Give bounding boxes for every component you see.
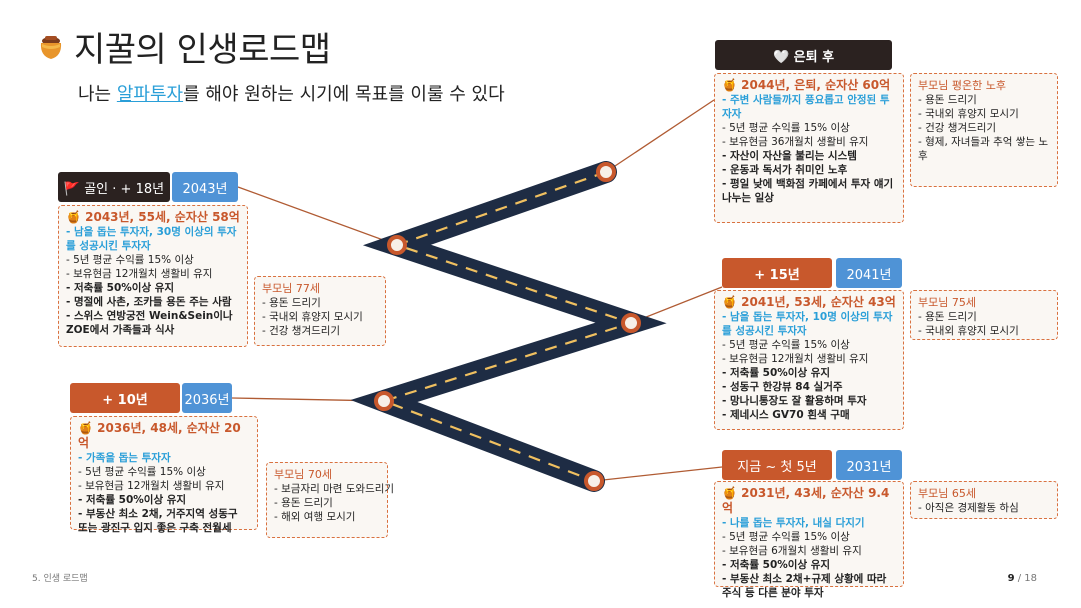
goal-sub: - 남을 돕는 투자자, 30명 이상의 투자를 성공시킨 투자자 (66, 226, 237, 252)
y15-sub: - 남을 돕는 투자자, 10명 이상의 투자를 성공시킨 투자자 (722, 311, 893, 337)
retire-line: - 평일 낮에 백화점 카페에서 투자 얘기 나누는 일상 (722, 178, 894, 204)
goal-line: - 저축률 50%이상 유지 (66, 282, 175, 294)
now-line: - 5년 평균 수익률 15% 이상 (722, 531, 850, 543)
goal-parents-box: 부모님 77세 - 용돈 드리기 - 국내외 휴양지 모시기 - 건강 챙겨드리… (254, 276, 386, 346)
y10-line: - 부동산 최소 2채, 거주지역 성동구 또는 광진구 입지 좋은 구축 전월… (78, 508, 238, 534)
y10-box: 🍯 2036년, 48세, 순자산 20억 - 가족을 돕는 투자자 - 5년 … (70, 416, 258, 534)
road-nodes (374, 162, 641, 491)
now-sub: - 나를 돕는 투자자, 내실 다지기 (722, 517, 865, 529)
node-2031 (584, 471, 604, 491)
y10-parent-line: - 보금자리 마련 도와드리기 (274, 483, 395, 495)
node-2043 (387, 235, 407, 255)
y10-year-tag: 2036년 (182, 383, 232, 413)
now-parents-box: 부모님 65세 - 아직은 경제활동 하심 (910, 481, 1058, 519)
retire-parent-line: - 건강 챙겨드리기 (918, 122, 997, 134)
now-box: 🍯 2031년, 43세, 순자산 9.4억 - 나를 돕는 투자자, 내실 다… (714, 481, 904, 599)
title-area: 지꿀의 인생로드맵 (36, 22, 331, 71)
current-page: 9 (1007, 573, 1015, 584)
y15-line: - 제네시스 GV70 흰색 구매 (722, 409, 850, 421)
goal-parents-head: 부모님 77세 (262, 282, 320, 295)
y10-head: 🍯 2036년, 48세, 순자산 20억 (78, 421, 241, 450)
now-tag: 지금 ~ 첫 5년 (722, 450, 832, 480)
subtitle-after: 를 해야 원하는 시기에 목표를 이룰 수 있다 (183, 84, 505, 105)
y15-box: 🍯 2041년, 53세, 순자산 43억 - 남을 돕는 투자자, 10명 이… (714, 290, 904, 430)
y10-parents-box: 부모님 70세 - 보금자리 마련 도와드리기 - 용돈 드리기 - 해외 여행… (266, 462, 395, 538)
page-title: 지꿀의 인생로드맵 (74, 30, 331, 70)
goal-year-tag: 2043년 (172, 172, 238, 202)
goal-box: 🍯 2043년, 55세, 순자산 58억 - 남을 돕는 투자자, 30명 이… (58, 205, 248, 347)
y15-line: - 보유현금 12개월치 생활비 유지 (722, 353, 869, 365)
retire-line: - 보유현금 36개월치 생활비 유지 (722, 136, 869, 148)
retire-parent-line: - 용돈 드리기 (918, 94, 977, 106)
y15-parent-line: - 국내외 휴양지 모시기 (918, 325, 1019, 337)
y10-line: - 5년 평균 수익률 15% 이상 (78, 466, 206, 478)
y15-year-tag: 2041년 (836, 258, 902, 288)
goal-parent-line: - 건강 챙겨드리기 (262, 325, 341, 337)
node-2036 (374, 391, 394, 411)
now-year-tag: 2031년 (836, 450, 902, 480)
subtitle-highlight-link[interactable]: 알파투자 (116, 84, 184, 105)
total-pages: 18 (1024, 573, 1037, 584)
node-2041 (621, 313, 641, 333)
retire-line: - 운동과 독서가 취미인 노후 (722, 164, 848, 176)
goal-line: - 보유현금 12개월치 생활비 유지 (66, 268, 213, 280)
now-line: - 부동산 최소 2채+규제 상황에 따라 주식 등 다른 분야 투자 (722, 573, 887, 599)
goal-parent-line: - 국내외 휴양지 모시기 (262, 311, 363, 323)
retire-head: 🍯 2044년, 은퇴, 순자산 60억 (722, 78, 891, 92)
y10-tag: + 10년 (70, 383, 180, 413)
y10-parent-line: - 해외 여행 모시기 (274, 511, 356, 523)
y15-line: - 5년 평균 수익률 15% 이상 (722, 339, 850, 351)
now-parent-line: - 아직은 경제활동 하심 (918, 502, 1019, 514)
page-number: 9 / 18 (1008, 573, 1037, 584)
now-head: 🍯 2031년, 43세, 순자산 9.4억 (722, 486, 890, 515)
goal-line: - 명절에 사촌, 조카들 용돈 주는 사람 (66, 296, 232, 308)
y10-parents-head: 부모님 70세 (274, 468, 332, 481)
now-parents-head: 부모님 65세 (918, 487, 976, 500)
goal-tag: 🚩 골인 · + 18년 (58, 172, 170, 202)
y15-line: - 성동구 한강뷰 84 실거주 (722, 381, 843, 393)
retire-tag: 🤍 은퇴 후 (715, 40, 892, 70)
subtitle: 나는 알파투자를 해야 원하는 시기에 목표를 이룰 수 있다 (78, 80, 505, 106)
retire-line: - 5년 평균 수익률 15% 이상 (722, 122, 850, 134)
y10-parent-line: - 용돈 드리기 (274, 497, 333, 509)
node-retire (596, 162, 616, 182)
honey-pot-icon (36, 32, 66, 62)
y15-tag: + 15년 (722, 258, 832, 288)
y10-line: - 보유현금 12개월치 생활비 유지 (78, 480, 225, 492)
y15-parent-line: - 용돈 드리기 (918, 311, 977, 323)
retire-line: - 자산이 자산을 불리는 시스템 (722, 150, 857, 162)
retire-goal-box: 🍯 2044년, 은퇴, 순자산 60억 - 주변 사람들까지 풍요롭고 안정된… (714, 73, 904, 223)
goal-line: - 스위스 연방궁전 Wein&Sein이나 ZOE에서 가족들과 식사 (66, 310, 233, 336)
y10-sub: - 가족을 돕는 투자자 (78, 452, 171, 464)
now-line: - 보유현금 6개월치 생활비 유지 (722, 545, 862, 557)
retire-parents-box: 부모님 평온한 노후 - 용돈 드리기 - 국내외 휴양지 모시기 - 건강 챙… (910, 73, 1058, 187)
page-separator: / (1014, 573, 1025, 584)
retire-parent-line: - 형제, 자녀들과 추억 쌓는 노후 (918, 136, 1049, 162)
footer-section: 5. 인생 로드맵 (32, 574, 88, 584)
y10-line: - 저축률 50%이상 유지 (78, 494, 187, 506)
y15-head: 🍯 2041년, 53세, 순자산 43억 (722, 295, 896, 309)
subtitle-before: 나는 (78, 84, 117, 105)
retire-parent-line: - 국내외 휴양지 모시기 (918, 108, 1019, 120)
connector-lines (231, 99, 723, 482)
goal-line: - 5년 평균 수익률 15% 이상 (66, 254, 194, 266)
y15-line: - 저축률 50%이상 유지 (722, 367, 831, 379)
retire-parents-head: 부모님 평온한 노후 (918, 79, 1006, 92)
now-line: - 저축률 50%이상 유지 (722, 559, 831, 571)
y15-parents-box: 부모님 75세 - 용돈 드리기 - 국내외 휴양지 모시기 (910, 290, 1058, 340)
road-body (350, 161, 667, 492)
y15-line: - 망나니통장도 잘 활용하며 투자 (722, 395, 867, 407)
y15-parents-head: 부모님 75세 (918, 296, 976, 309)
retire-sub: - 주변 사람들까지 풍요롭고 안정된 투자자 (722, 94, 890, 120)
goal-parent-line: - 용돈 드리기 (262, 297, 321, 309)
goal-head: 🍯 2043년, 55세, 순자산 58억 (66, 210, 240, 224)
